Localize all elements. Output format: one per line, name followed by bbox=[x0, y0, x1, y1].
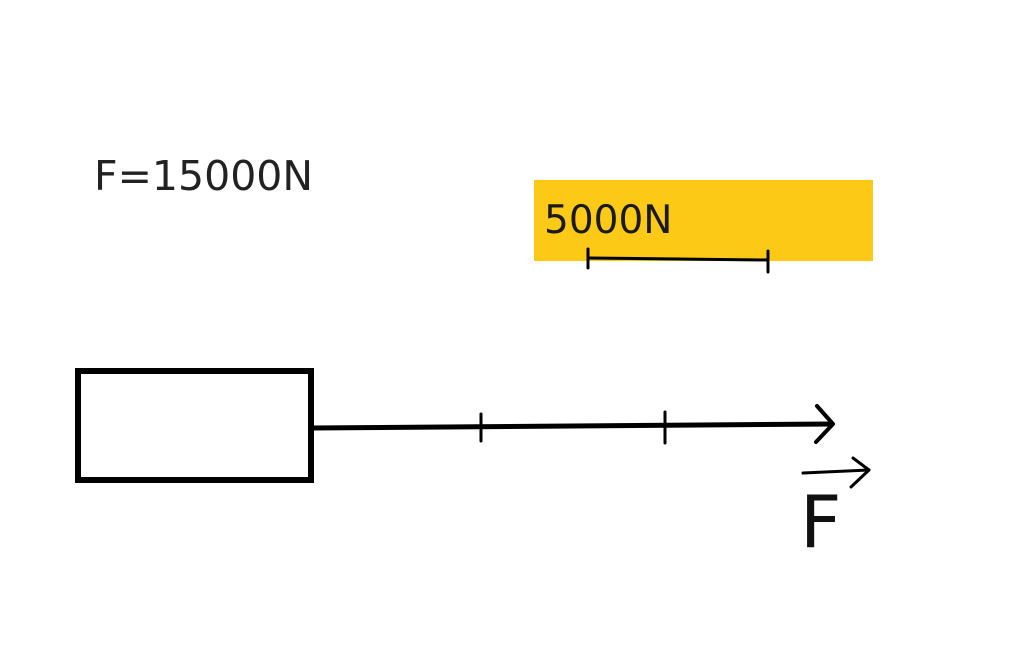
force-vector-arrowhead bbox=[814, 404, 835, 444]
vector-arrow-icon bbox=[801, 456, 871, 489]
scale-bar bbox=[586, 247, 770, 274]
scale-label: 5000N bbox=[544, 198, 673, 243]
body-block bbox=[75, 368, 314, 483]
force-vector-symbol: F bbox=[800, 480, 842, 564]
force-vector-shaft bbox=[308, 421, 835, 431]
force-vector bbox=[308, 404, 835, 445]
scale-bar-line bbox=[586, 256, 770, 262]
scale-legend-box bbox=[534, 180, 873, 261]
force-magnitude-text: F=15000N bbox=[94, 152, 314, 200]
